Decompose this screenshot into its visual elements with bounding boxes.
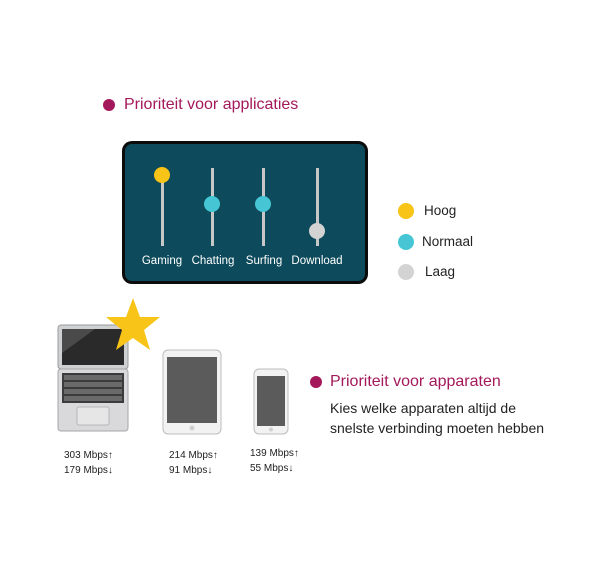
- tablet-upload-speed: 214 Mbps↑: [169, 450, 218, 461]
- legend-normal-dot: [398, 234, 414, 250]
- app-priority-title: Prioriteit voor applicaties: [124, 96, 299, 113]
- laptop-upload-speed: 303 Mbps↑: [64, 450, 113, 461]
- phone-download-speed: 55 Mbps↓: [250, 463, 294, 474]
- legend-high-label: Hoog: [424, 203, 457, 218]
- section-bullet-icon: [103, 99, 115, 111]
- star-icon: [106, 298, 160, 350]
- slider-knob-gaming[interactable]: [154, 167, 170, 183]
- tablet-icon[interactable]: [162, 349, 222, 435]
- device-priority-title: Prioriteit voor apparaten: [330, 373, 501, 390]
- device-priority-description: Kies welke apparaten altijd de snelste v…: [330, 400, 545, 436]
- slider-label-gaming: Gaming: [141, 255, 183, 267]
- slider-knob-chatting[interactable]: [204, 196, 220, 212]
- laptop-download-speed: 179 Mbps↓: [64, 465, 113, 476]
- phone-upload-speed: 139 Mbps↑: [250, 448, 299, 459]
- slider-knob-download[interactable]: [309, 223, 325, 239]
- phone-icon[interactable]: [253, 368, 289, 435]
- slider-label-chatting: Chatting: [191, 255, 235, 267]
- slider-track-gaming: [161, 168, 164, 246]
- slider-label-download: Download: [291, 255, 343, 267]
- tablet-download-speed: 91 Mbps↓: [169, 465, 213, 476]
- legend-high-dot: [398, 203, 414, 219]
- legend-low-dot: [398, 264, 414, 280]
- section-bullet-icon: [310, 376, 322, 388]
- slider-knob-surfing[interactable]: [255, 196, 271, 212]
- laptop-icon[interactable]: [55, 323, 133, 435]
- slider-track-download: [316, 168, 319, 246]
- legend-normal-label: Normaal: [422, 234, 474, 249]
- slider-label-surfing: Surfing: [245, 255, 283, 267]
- app-priority-panel: Gaming Chatting Surfing Download: [122, 141, 368, 284]
- legend-low-label: Laag: [425, 264, 456, 279]
